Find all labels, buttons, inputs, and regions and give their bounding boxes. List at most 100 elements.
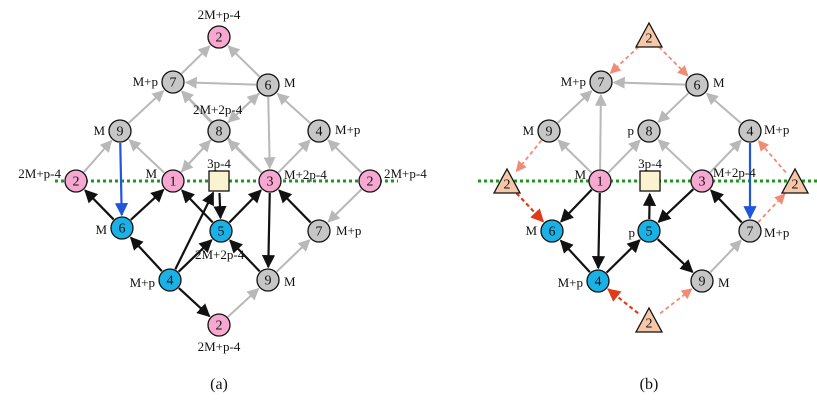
edge-a-c5-to-n3 <box>228 189 262 224</box>
node-label: 8 <box>216 125 223 140</box>
node-b-n8: 8 <box>637 119 661 143</box>
edge-b-n9-to-l2 <box>515 139 543 173</box>
edge-a-n9-to-n7 <box>128 90 165 124</box>
node-a-n4: 4 <box>307 119 331 143</box>
node-circle <box>110 216 134 240</box>
edge-a-c4-to-bot2 <box>178 287 211 318</box>
node-circle <box>207 119 231 143</box>
node-annotation: M <box>574 167 586 182</box>
node-label: 9 <box>265 274 272 289</box>
node-annotation: M+p <box>764 225 789 240</box>
node-b-c4: 4 <box>586 269 610 293</box>
node-b-n4: 4 <box>738 119 762 143</box>
node-annotation: 2M+2p-4 <box>193 102 243 117</box>
edge-b-c5-to-g9 <box>656 238 694 273</box>
edge-a-r2-to-g7 <box>327 188 363 223</box>
edge-a-n6-to-n8 <box>227 92 260 123</box>
node-circle <box>537 119 561 143</box>
node-annotation: M+p <box>336 223 361 238</box>
edge-a-c6-to-l2 <box>84 189 115 221</box>
node-annotation: 2M+p-4 <box>18 166 61 181</box>
node-circle <box>158 268 182 292</box>
edge-b-n6-to-n7 <box>612 76 686 89</box>
edge-a-n1-to-n9 <box>128 139 165 174</box>
edge-a-n3-to-g9 <box>261 192 276 269</box>
edge-a-n8-to-n1 <box>180 139 212 173</box>
edge-a-c6-to-n1 <box>130 188 165 221</box>
node-a-n1: 1 <box>161 169 185 193</box>
node-annotation: 2M+p-4 <box>198 7 241 22</box>
edge-b-n1-to-c6 <box>560 188 593 223</box>
node-circle <box>690 169 714 193</box>
node-label: 6 <box>694 79 701 94</box>
node-circle <box>108 119 132 143</box>
node-circle <box>256 73 280 97</box>
node-label: 7 <box>747 225 754 240</box>
node-triangle <box>492 167 522 194</box>
edge-b-c4-to-c6 <box>559 239 591 273</box>
node-a-r2: 2 <box>358 169 382 193</box>
node-annotation: M+2p-4 <box>713 165 756 180</box>
node-square <box>639 170 661 192</box>
node-annotation: M+p <box>335 122 360 137</box>
node-label: 2 <box>367 175 374 190</box>
node-label: 2 <box>216 319 223 334</box>
node-circle <box>64 169 88 193</box>
node-b-sq <box>639 170 661 192</box>
node-annotation: 3p-4 <box>207 156 231 171</box>
node-circle <box>588 169 612 193</box>
node-label: 1 <box>597 175 604 190</box>
node-b-n9: 9 <box>537 119 561 143</box>
node-annotation: M <box>93 123 105 138</box>
edge-b-n4-to-n6 <box>705 92 742 124</box>
node-label: 5 <box>646 225 653 240</box>
node-label: 4 <box>747 125 754 140</box>
edge-b-n1-to-n7 <box>594 93 607 170</box>
node-a-top2: 2 <box>207 25 231 49</box>
node-b-bot2: 2 <box>634 306 664 333</box>
edge-a-c4-to-c6 <box>129 236 163 272</box>
node-a-g9: 9 <box>256 268 280 292</box>
node-label: 4 <box>595 275 602 290</box>
node-circle <box>637 119 661 143</box>
node-annotation: M <box>145 166 157 181</box>
node-a-n9: 9 <box>108 119 132 143</box>
edge-b-l2-to-c6 <box>515 192 545 223</box>
node-triangle <box>780 167 810 194</box>
node-label: 3 <box>699 175 706 190</box>
node-circle <box>358 169 382 193</box>
node-annotation: p <box>629 225 636 240</box>
node-circle <box>685 73 709 97</box>
node-b-n6: 6 <box>685 73 709 97</box>
node-a-bot2: 2 <box>207 313 231 337</box>
node-circle <box>589 70 613 94</box>
node-annotation: M <box>284 274 296 289</box>
edge-b-c5-to-sq <box>642 192 657 220</box>
edge-a-c4-to-c5 <box>177 239 213 273</box>
node-annotation: M <box>284 75 296 90</box>
node-label: 9 <box>546 125 553 140</box>
edge-b-bot2-to-c4 <box>607 288 639 315</box>
node-label: 7 <box>598 76 605 91</box>
edge-b-top2-to-n7 <box>609 45 640 74</box>
edge-b-n1-to-c4 <box>591 192 606 270</box>
node-a-n3: 3 <box>258 169 282 193</box>
node-b-top2: 2 <box>634 21 664 48</box>
edge-b-g7-to-r2 <box>757 193 786 223</box>
node-a-n8: 8 <box>207 119 231 143</box>
node-circle <box>207 313 231 337</box>
node-a-g7: 7 <box>307 219 331 243</box>
node-b-c6: 6 <box>540 219 564 243</box>
edge-a-g7-to-n3 <box>278 189 312 224</box>
node-circle <box>586 269 610 293</box>
node-label: 5 <box>218 225 225 240</box>
node-label: 2 <box>504 178 511 193</box>
node-annotation: 2M+p-4 <box>384 166 427 181</box>
edge-b-n3-to-n4 <box>709 139 742 174</box>
node-b-n3: 3 <box>690 169 714 193</box>
node-a-n7: 7 <box>161 70 185 94</box>
edge-b-n1-to-n9 <box>557 139 593 174</box>
edge-b-g9-to-g7 <box>709 239 742 274</box>
node-annotation: M+p <box>764 122 789 137</box>
